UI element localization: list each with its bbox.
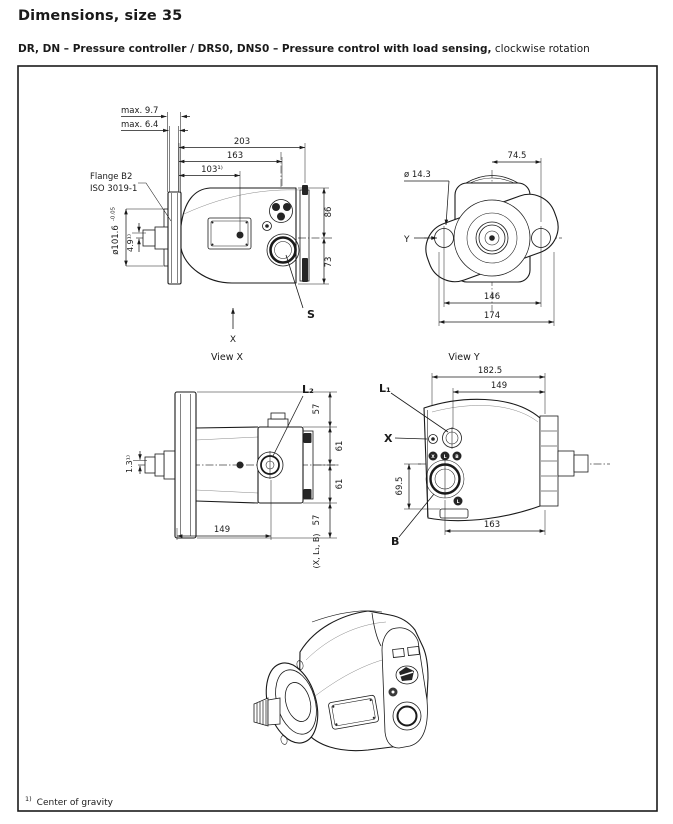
- iso-3019-label: ISO 3019-1: [90, 184, 137, 194]
- dim-149: 149: [176, 480, 272, 540]
- svg-text:69.5: 69.5: [395, 477, 405, 496]
- dim-57-top: 57: [312, 404, 322, 415]
- drawing-frame: [17, 65, 658, 812]
- dim-dia-101-6: ø101.6: [111, 225, 121, 255]
- dim-dia-14-3: ø 14.3: [404, 170, 431, 180]
- dim-61-bottom: 61: [335, 479, 345, 490]
- dim-182-5: 182.5: [431, 366, 546, 414]
- dim-port-heights: 57 61 61 57 (X, L₁, B): [197, 391, 345, 569]
- flange-callout: Flange B2 ISO 3019-1: [90, 172, 172, 222]
- footnote-text: Center of gravity: [36, 798, 113, 808]
- side-view-drawing: max. 9.7 max. 6.4 203 163 103¹⁾: [90, 106, 334, 345]
- dim-flange-thickness: max. 9.7 max. 6.4: [121, 106, 190, 133]
- svg-text:L: L: [444, 454, 447, 460]
- subtitle-bold: DR, DN – Pressure controller / DRS0, DNS…: [18, 43, 492, 55]
- dim-203: 203: [234, 137, 250, 147]
- dim-pilot-diameter: ø101.6 -0.05: [111, 206, 163, 267]
- view-y-arrow: Y: [403, 235, 437, 245]
- dim-103: 103¹⁾: [201, 165, 223, 175]
- dim-max-9-7: max. 9.7: [121, 106, 158, 116]
- footnote-marker: 1): [25, 795, 32, 803]
- subtitle-normal: clockwise rotation: [494, 43, 590, 55]
- dim-1-3: 1.3¹⁾: [125, 455, 134, 473]
- dim-86: 86: [324, 207, 334, 218]
- svg-text:182.5: 182.5: [478, 366, 502, 376]
- front-view-drawing: 74.5 ø 14.3 Y 146 174: [403, 151, 562, 326]
- view-x-drawing: L₂ 57 61 61 57 (X, L₁, B): [125, 383, 345, 569]
- svg-text:X: X: [431, 454, 435, 460]
- dim-163: 163: [227, 151, 243, 161]
- svg-text:B: B: [455, 454, 459, 460]
- dim-tolerance: -0.05: [111, 206, 117, 221]
- page-title: Dimensions, size 35: [18, 8, 183, 24]
- port-s-label: S: [307, 308, 315, 321]
- dim-57-bottom: 57: [312, 515, 322, 526]
- dim-4-9: 4.9¹⁾: [126, 234, 135, 252]
- port-b-label: B: [391, 535, 399, 548]
- dim-146-174: 146 174: [438, 250, 555, 326]
- dim-146: 146: [484, 292, 500, 302]
- dim-cog-vertical: 4.9¹⁾: [126, 223, 146, 252]
- dim-73: 73: [324, 257, 334, 268]
- port-x-label: X: [384, 432, 393, 445]
- dim-ref-ports: (X, L₁, B): [312, 533, 321, 568]
- view-x-title: View X: [211, 352, 244, 363]
- dim-heights: 86 73: [298, 187, 334, 285]
- dim-cog-lateral: 1.3¹⁾: [125, 451, 147, 474]
- view-x-arrow-label: X: [230, 335, 236, 345]
- svg-text:74.5: 74.5: [508, 151, 527, 161]
- footnote: 1) Center of gravity: [25, 795, 113, 808]
- port-l2-label: L₂: [302, 383, 314, 396]
- center-of-gravity-dot: [236, 461, 244, 469]
- view-y-arrow-label: Y: [403, 235, 410, 245]
- dim-lengths: 203 163 103¹⁾: [178, 137, 306, 231]
- svg-text:149: 149: [214, 525, 230, 535]
- dim-69-5: 69.5: [395, 463, 440, 510]
- dim-max-6-4: max. 6.4: [121, 120, 158, 130]
- page-subtitle: DR, DN – Pressure controller / DRS0, DNS…: [18, 43, 590, 55]
- flange-b2-label: Flange B2: [90, 172, 132, 182]
- view-y-drawing: X L B L L₁ X B 182.5: [379, 366, 610, 548]
- port-l1-label: L₁: [379, 382, 391, 395]
- dim-74-5: 74.5: [492, 151, 542, 222]
- dim-61-top: 61: [335, 441, 345, 452]
- svg-text:149: 149: [491, 381, 507, 391]
- port-cast-marks: X L B: [428, 451, 462, 461]
- dim-174: 174: [484, 311, 500, 321]
- isometric-view: [253, 610, 429, 752]
- svg-text:L: L: [457, 499, 460, 505]
- dim-hole-dia: ø 14.3: [404, 170, 450, 226]
- view-y-title: View Y: [448, 352, 480, 363]
- dim-163: 163: [444, 500, 546, 535]
- dim-149-y: 149: [452, 381, 545, 428]
- center-of-gravity-dot: [236, 231, 244, 239]
- svg-text:163: 163: [484, 520, 500, 530]
